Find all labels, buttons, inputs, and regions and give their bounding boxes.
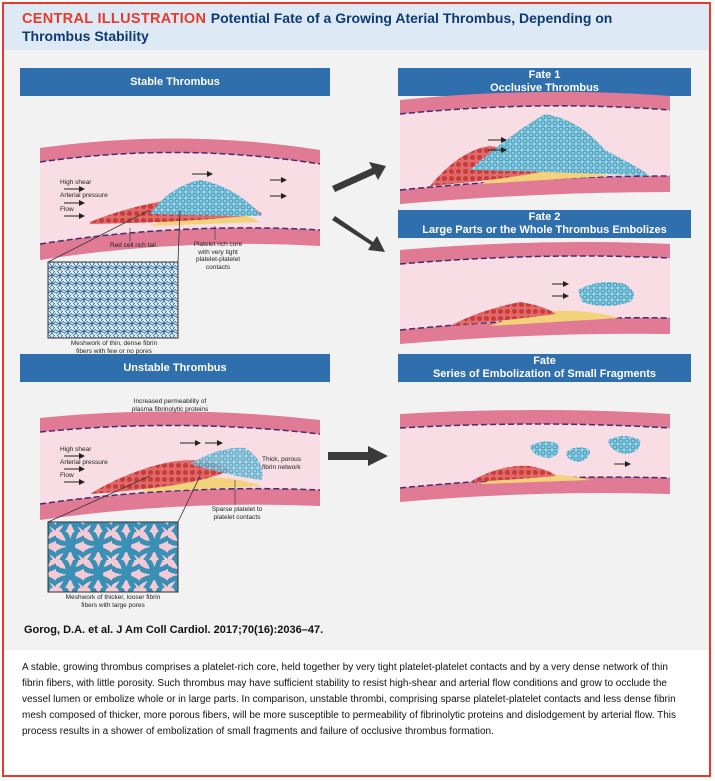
panel-title-fate3-line2: Series of Embolization of Small Fragment… [432, 368, 657, 380]
panel-title-fate3-line1: Fate [533, 355, 556, 367]
header-title-line2: Thrombus Stability [22, 28, 149, 44]
label-thick-porous-line1: Thick, porous [262, 456, 302, 463]
label-mesh-thick: Meshwork of thicker, looser fibrin fiber… [46, 594, 180, 609]
label-platelet-core-line3: platelet-platelet contacts [195, 256, 241, 271]
label-platelet-core-line2: with very tight [198, 248, 238, 256]
transition-arrows [328, 162, 388, 466]
fate2-vessel [399, 242, 671, 344]
panel-bar-stable: Stable Thrombus [20, 68, 330, 96]
panel-title-fate2-line1: Fate 2 [528, 211, 561, 223]
fate3-vessel [399, 410, 671, 502]
label-mesh-thick-line2: fibers with large pores [81, 601, 145, 609]
stable-mesh-inset [47, 261, 179, 339]
label-arterial-pressure-2: Arterial pressure [60, 459, 108, 466]
label-red-cell-tail: Red cell rich tail [110, 242, 156, 249]
label-high-shear: High shear [60, 179, 92, 186]
label-mesh-thin: Meshwork of thin, dense fibrin fibers wi… [50, 340, 178, 355]
panel-bar-fate3: Fate Series of Embolization of Small Fra… [398, 354, 691, 382]
label-permeability-line2: plasma fibrinolytic proteins [131, 405, 209, 413]
fate1-vessel [399, 91, 671, 204]
label-sparse-line1: Sparse platelet to [211, 506, 263, 513]
label-sparse-contacts: Sparse platelet to platelet contacts [205, 506, 269, 521]
header: CENTRAL ILLUSTRATION Potential Fate of a… [2, 2, 711, 50]
label-platelet-core: Platelet rich core with very tight plate… [186, 241, 250, 271]
caption: A stable, growing thrombus comprises a p… [22, 662, 677, 737]
panel-title-fate2-line2: Large Parts or the Whole Thrombus Emboli… [422, 224, 667, 236]
label-flow: Flow [60, 206, 74, 213]
header-kicker: CENTRAL ILLUSTRATION [22, 11, 207, 27]
panel-title-fate1-line2: Occlusive Thrombus [490, 82, 599, 94]
label-mesh-thick-line1: Meshwork of thicker, looser fibrin [65, 594, 161, 601]
label-thick-porous-line2: fibrin network [262, 463, 301, 471]
stable-vessel [39, 138, 321, 260]
panel-title-unstable: Unstable Thrombus [123, 361, 227, 374]
citation: Gorog, D.A. et al. J Am Coll Cardiol. 20… [24, 624, 324, 636]
panel-bar-fate1: Fate 1 Occlusive Thrombus [398, 68, 691, 96]
label-sparse-line2: platelet contacts [213, 513, 261, 521]
label-mesh-thin-line1: Meshwork of thin, dense fibrin [70, 340, 158, 347]
label-permeability: Increased permeability of plasma fibrino… [115, 398, 225, 413]
label-arterial-pressure: Arterial pressure [60, 192, 108, 199]
panel-bar-unstable: Unstable Thrombus [20, 354, 330, 382]
panel-title-stable: Stable Thrombus [130, 75, 220, 88]
unstable-mesh-inset [47, 521, 179, 593]
panel-title-fate1-line1: Fate 1 [528, 69, 561, 81]
label-flow-2: Flow [60, 472, 74, 479]
label-permeability-line1: Increased permeability of [133, 398, 207, 405]
unstable-vessel [39, 411, 321, 520]
header-title-line1: Potential Fate of a Growing Aterial Thro… [210, 10, 613, 26]
label-platelet-core-line1: Platelet rich core [193, 241, 243, 248]
label-thick-porous: Thick, porous fibrin network [262, 456, 301, 471]
label-mesh-thin-line2: fibers with few or no pores [76, 347, 152, 355]
label-high-shear-2: High shear [60, 446, 92, 453]
panel-bar-fate2: Fate 2 Large Parts or the Whole Thrombus… [398, 210, 691, 238]
